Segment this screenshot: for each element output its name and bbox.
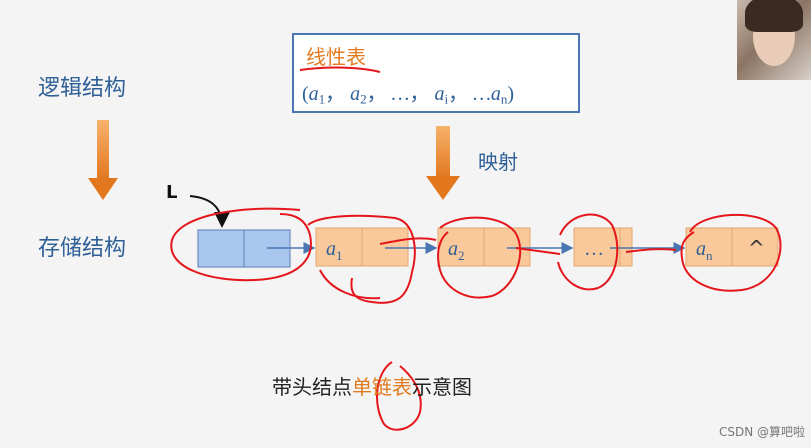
- sequence-close-paren: ): [507, 83, 515, 105]
- data-nodes: a1 a2 … an ^: [315, 227, 779, 267]
- list-node: an ^: [685, 227, 779, 267]
- node-pointer-field: [619, 227, 633, 267]
- list-node: …: [573, 227, 633, 267]
- diagram-caption: 带头结点单链表示意图: [272, 371, 472, 400]
- sequence-item: …an: [473, 83, 508, 107]
- node-data-field: [315, 227, 363, 267]
- sequence-items: a1， a2， …， ai， …an: [308, 83, 508, 107]
- logical-to-storage-arrow: [88, 120, 118, 200]
- node-label: a2: [448, 238, 465, 263]
- node-label: …: [584, 238, 604, 260]
- webcam-overlay: [737, 0, 811, 80]
- list-node: a1: [315, 227, 409, 267]
- logical-structure-label: 逻辑结构: [38, 76, 127, 101]
- node-label: a1: [326, 238, 343, 263]
- head-node: [197, 229, 291, 268]
- node-data-field: [573, 227, 621, 267]
- sequence-open-paren: (: [302, 83, 309, 105]
- mapping-label: 映射: [478, 150, 518, 174]
- caption-suffix: 示意图: [412, 375, 472, 399]
- node-data-field: [685, 227, 733, 267]
- sequence-item: …，: [391, 83, 435, 105]
- mapping-arrow: [426, 126, 460, 200]
- sequence-item: ai，: [434, 83, 474, 107]
- caption-highlight: 单链表: [352, 375, 412, 399]
- node-label: an: [696, 238, 713, 263]
- linear-list-box: 线性表 (a1， a2， …， ai， …an): [292, 33, 580, 113]
- caption-prefix: 带头结点: [272, 375, 352, 399]
- handwritten-annotations: [170, 66, 782, 431]
- sequence-item: a1，: [308, 83, 351, 107]
- node-pointer-field: [731, 227, 779, 267]
- node-pointer-field: [483, 227, 531, 267]
- storage-structure-label: 存储结构: [38, 236, 127, 261]
- linear-list-sequence: (a1， a2， …， ai， …an): [302, 77, 514, 107]
- null-pointer-marker: ^: [748, 236, 765, 260]
- presenter-hair: [745, 0, 803, 32]
- node-pointer-field: [361, 227, 409, 267]
- head-pointer-arrow: [189, 195, 230, 228]
- linear-list-title: 线性表: [306, 45, 366, 69]
- head-pointer-label: L: [166, 182, 178, 203]
- watermark: CSDN @算吧啦: [718, 425, 805, 439]
- sequence-item: a2，: [350, 83, 392, 107]
